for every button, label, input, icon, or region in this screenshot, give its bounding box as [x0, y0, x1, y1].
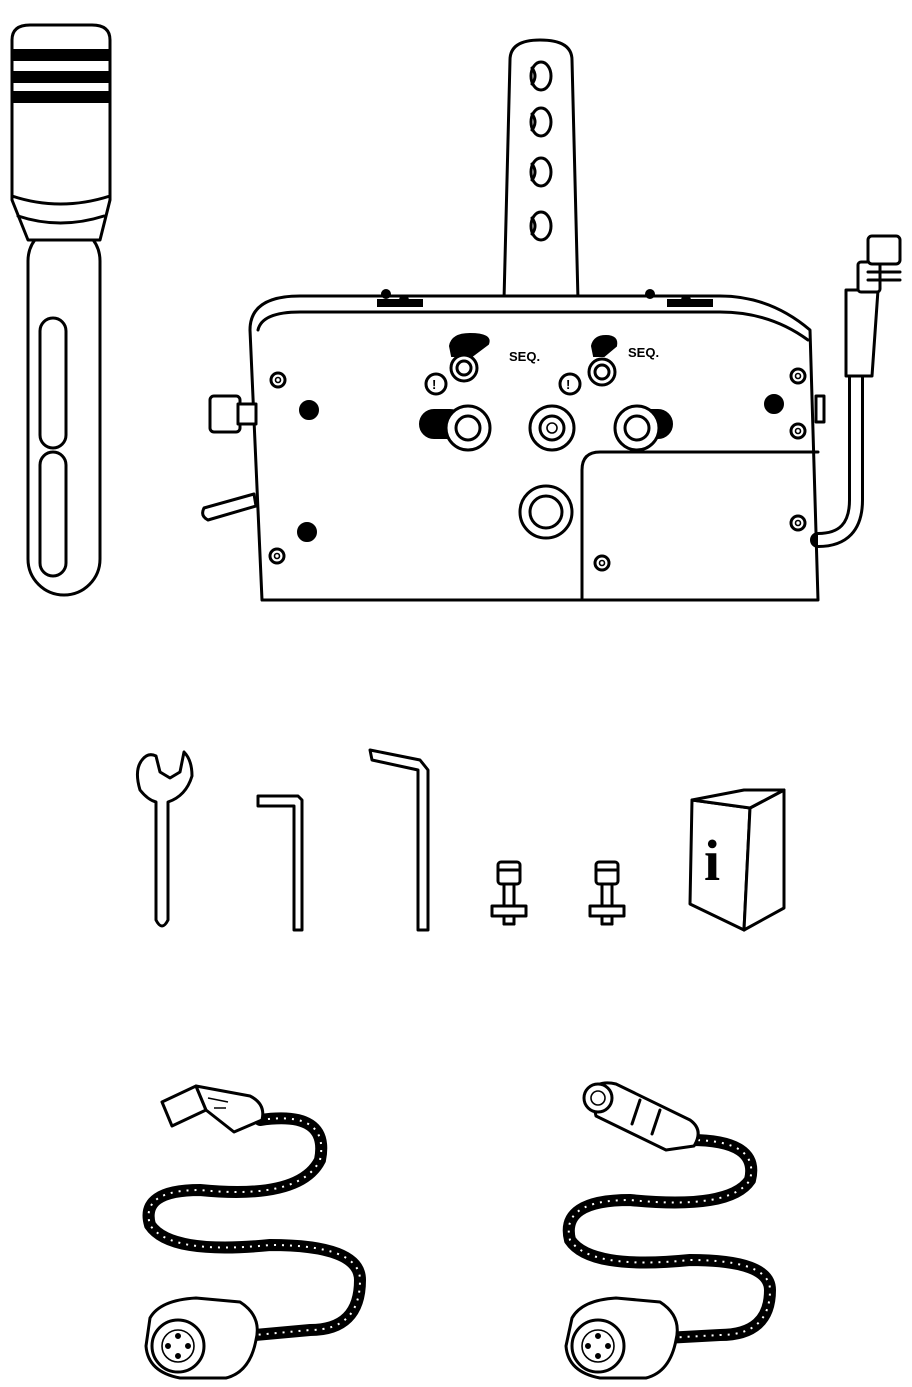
manual-info-label: i	[704, 828, 720, 893]
manual-icon: i	[688, 788, 786, 932]
shifter-base-icon: SEQ. SEQ. ! !	[201, 38, 902, 602]
seq-label-left: SEQ.	[509, 349, 540, 364]
seq-label-right: SEQ.	[628, 345, 659, 360]
din-cable-icon	[562, 1081, 777, 1380]
bolt-icon	[588, 860, 626, 926]
mode-label-right: !	[566, 377, 570, 392]
hex-key-large-icon	[368, 748, 430, 932]
mode-label-left: !	[432, 377, 436, 392]
bolt-icon	[490, 860, 528, 926]
shifter-knob-icon	[10, 23, 112, 597]
wrench-icon	[135, 750, 194, 928]
usb-cable-icon	[142, 1084, 367, 1380]
hex-key-small-icon	[256, 794, 304, 932]
